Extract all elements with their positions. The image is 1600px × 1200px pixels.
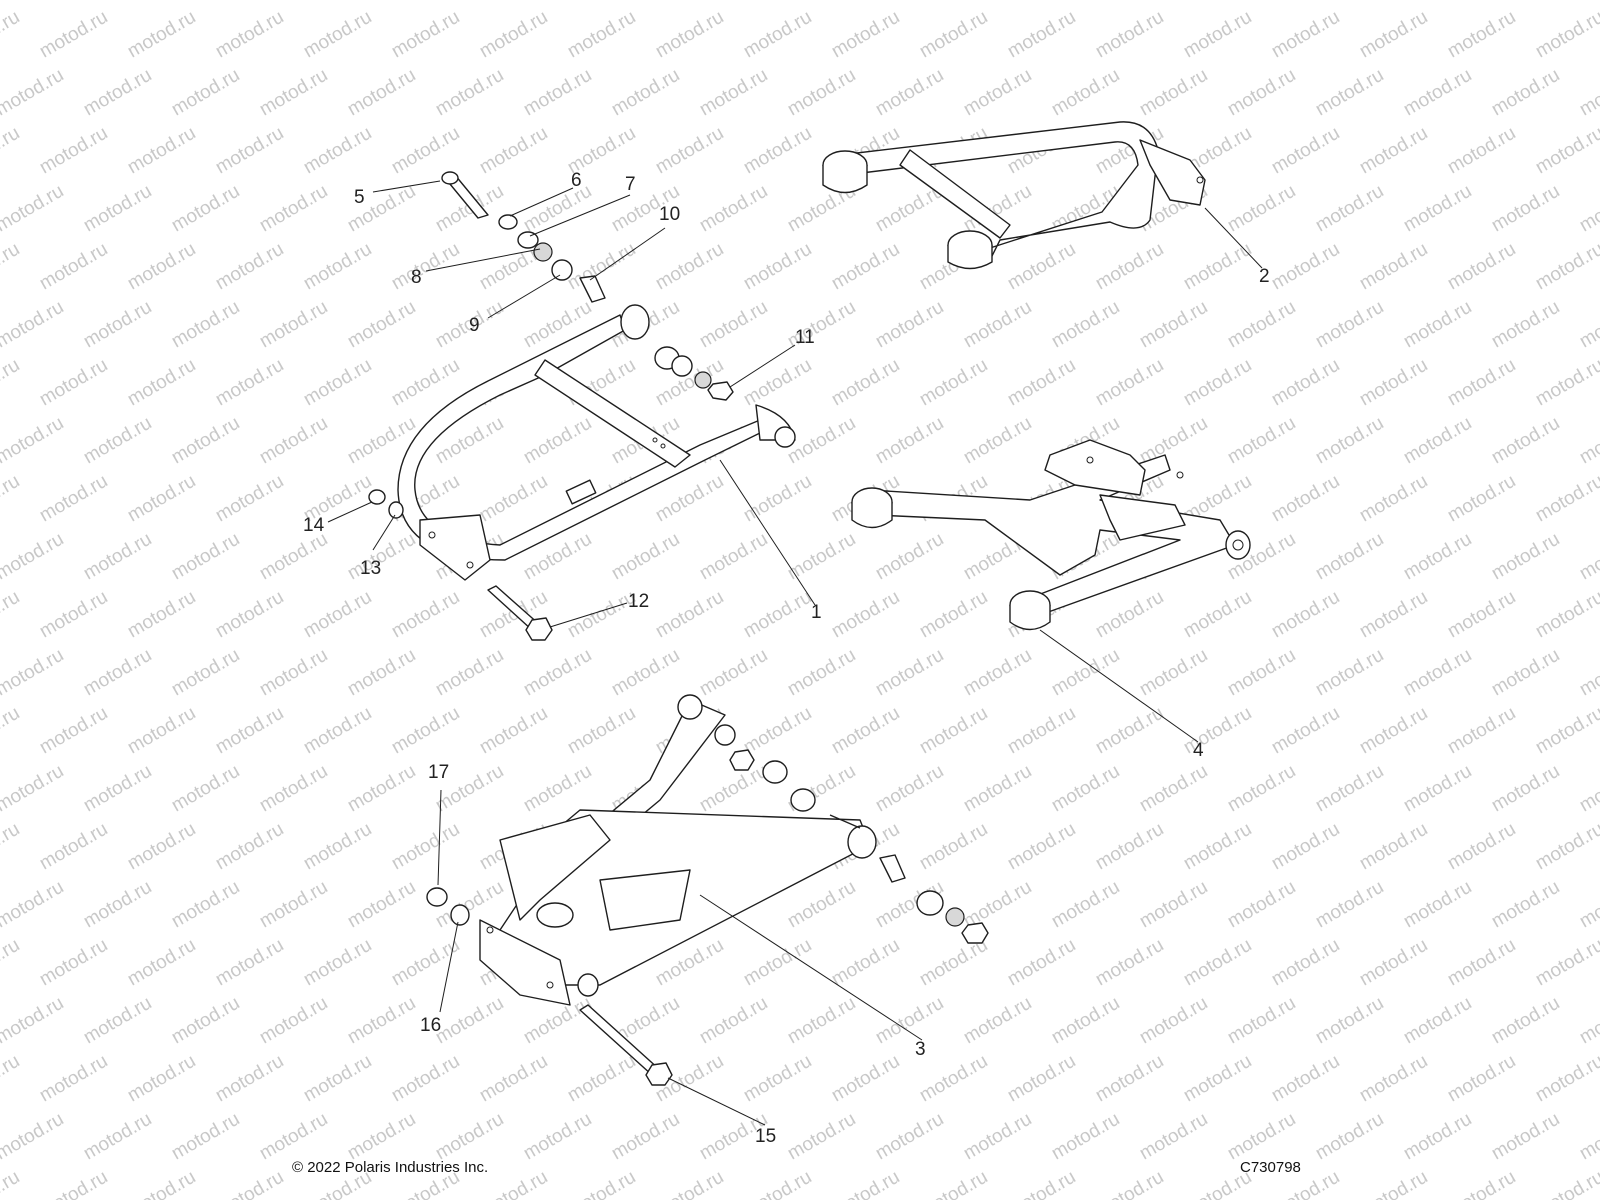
bolt-5-head	[441, 171, 459, 185]
nut-17	[426, 887, 448, 907]
bushing-9	[551, 259, 573, 281]
part-1-upper-front-a-arm	[397, 304, 796, 581]
callout-1: 1	[811, 602, 822, 623]
washer-7	[517, 231, 539, 249]
part-1-hardware	[368, 171, 734, 641]
callout-14: 14	[303, 515, 325, 536]
part-3-hardware	[426, 749, 989, 1086]
callout-2: 2	[1259, 266, 1270, 287]
callout-7: 7	[625, 174, 636, 195]
callout-labels: 1 2 3 4 5 6 7 8 9 10 11 12 13 14 15 16 1…	[303, 170, 1270, 1147]
callout-9: 9	[469, 315, 480, 336]
callout-8: 8	[411, 267, 422, 288]
bolt-15-shank	[579, 1004, 661, 1076]
callout-11: 11	[795, 327, 815, 348]
nut-11	[707, 381, 734, 401]
part-4-lower-rear-a-arm	[851, 439, 1251, 631]
callout-5: 5	[354, 187, 365, 208]
diagram-code: C730798	[1240, 1159, 1301, 1176]
callout-6: 6	[571, 170, 582, 191]
callout-4: 4	[1193, 740, 1204, 761]
leader-lines	[327, 180, 1263, 1126]
seal-8	[533, 242, 553, 262]
part-2-upper-rear-a-arm	[822, 121, 1206, 270]
callout-15: 15	[755, 1126, 776, 1147]
sleeve-10	[579, 275, 606, 303]
nut-14	[368, 489, 386, 505]
callout-3: 3	[915, 1039, 926, 1060]
callout-16: 16	[420, 1015, 441, 1036]
washer-13	[388, 501, 404, 519]
part-3-lower-front-a-arm	[479, 694, 877, 1006]
callout-12: 12	[628, 591, 649, 612]
callout-13: 13	[360, 558, 381, 579]
copyright-text: © 2022 Polaris Industries Inc.	[292, 1159, 489, 1176]
callout-10: 10	[659, 204, 680, 225]
bolt-12-head	[525, 617, 553, 641]
washer-6	[498, 214, 518, 230]
bolt-15-head	[645, 1062, 673, 1086]
washer-16	[450, 904, 470, 926]
callout-17: 17	[428, 762, 449, 783]
